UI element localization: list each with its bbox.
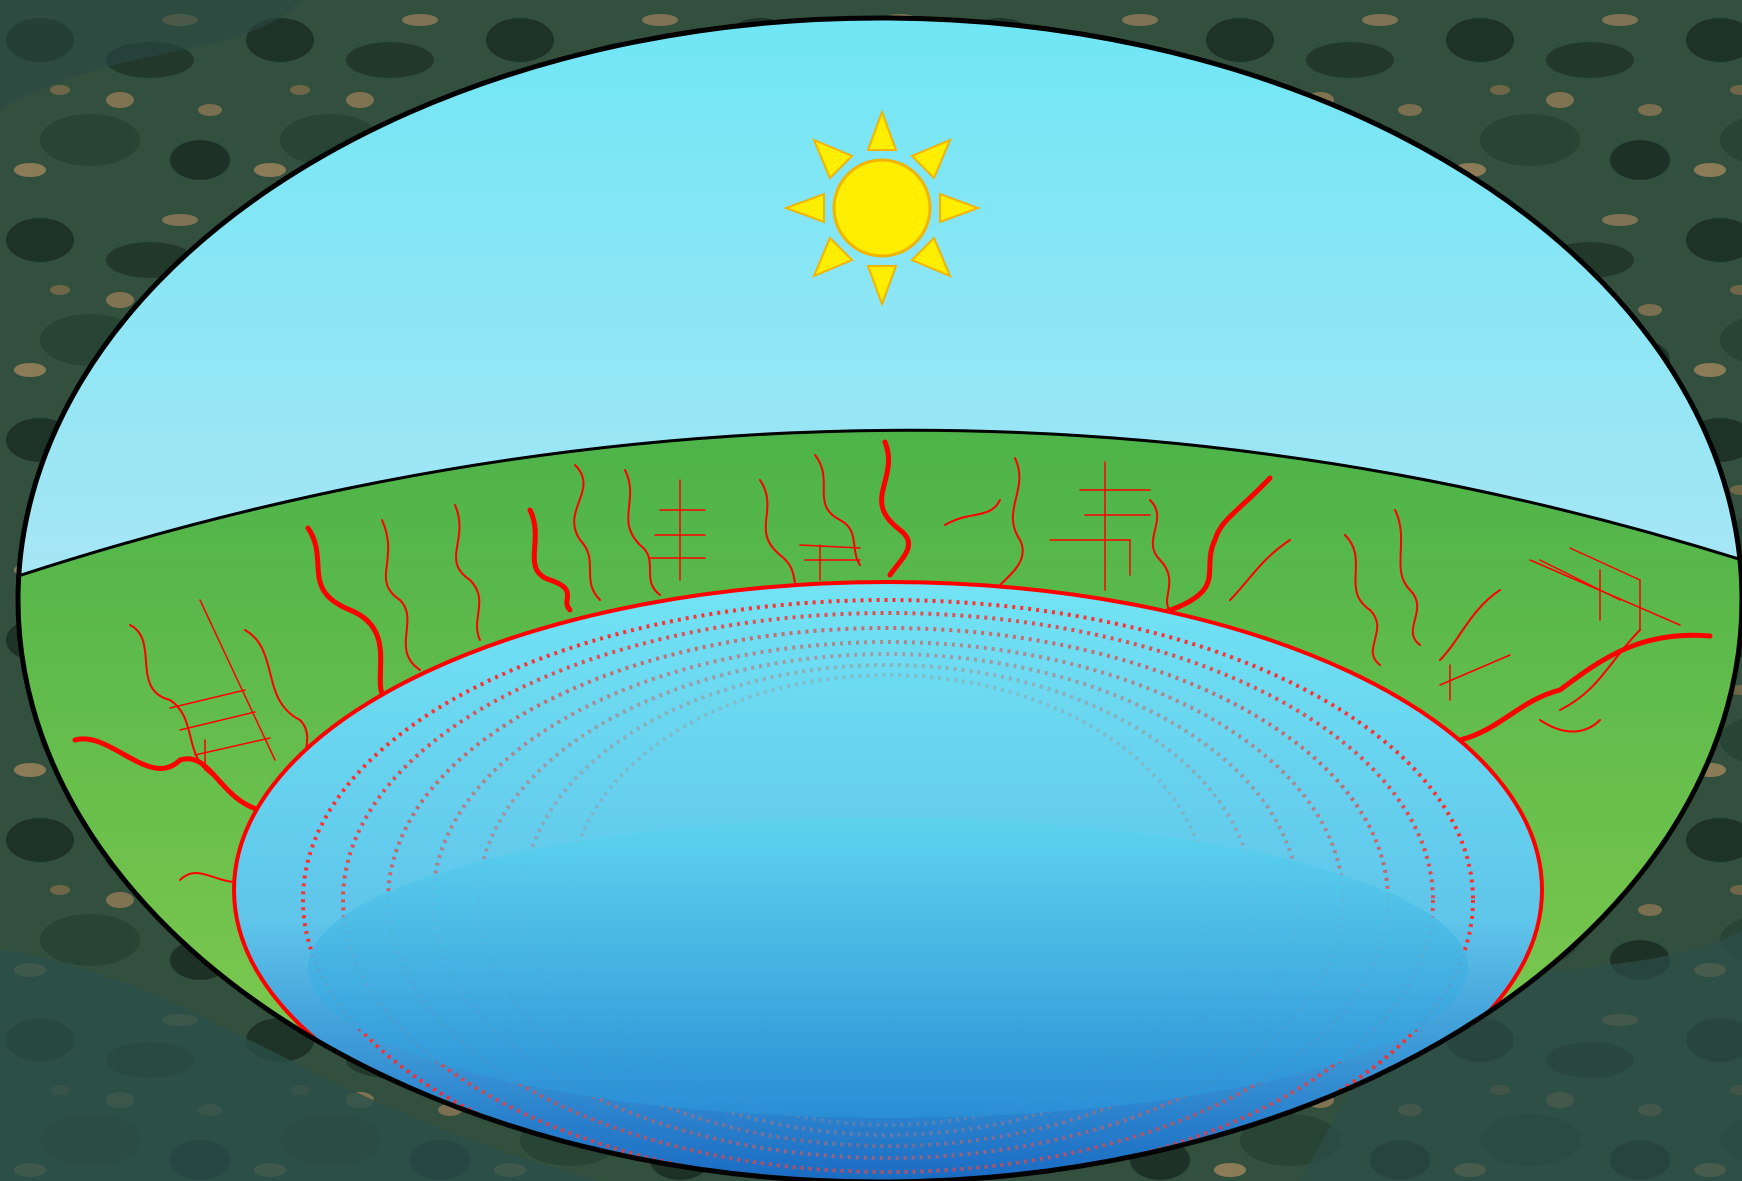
root-thick [879, 439, 912, 578]
sun-icon [783, 109, 981, 307]
root-thin [759, 479, 801, 591]
lake-basin [232, 580, 1544, 1181]
root-thick [72, 736, 263, 813]
frame-outline [15, 15, 1742, 1181]
root-thin [624, 469, 661, 596]
root-thin [454, 504, 481, 641]
root-thin [999, 457, 1024, 586]
root-thin [1559, 629, 1641, 711]
root-thin [1344, 534, 1381, 666]
fracture-cluster [649, 479, 706, 581]
root-thin [1149, 499, 1171, 611]
root-thick [1457, 632, 1713, 743]
root-thin [1229, 539, 1291, 601]
root-thin [1539, 719, 1601, 733]
fracture-cluster [1439, 547, 1681, 701]
root-thick [1162, 475, 1273, 615]
root-thick [527, 507, 573, 613]
fracture-cluster [1049, 461, 1151, 591]
fracture-cluster [799, 544, 861, 581]
lake-water-surface [308, 818, 1468, 1118]
dotted-ring [301, 598, 1475, 1181]
root-thin [944, 499, 1001, 526]
root-thin [381, 519, 421, 671]
root-thin [1439, 589, 1501, 661]
dotted-ring [341, 611, 1435, 1181]
root-thin [129, 624, 221, 781]
root-thick [305, 525, 388, 703]
fracture-cluster [169, 599, 276, 771]
root-thin [573, 464, 601, 601]
root-network [72, 439, 1713, 883]
root-thin [1394, 509, 1421, 646]
